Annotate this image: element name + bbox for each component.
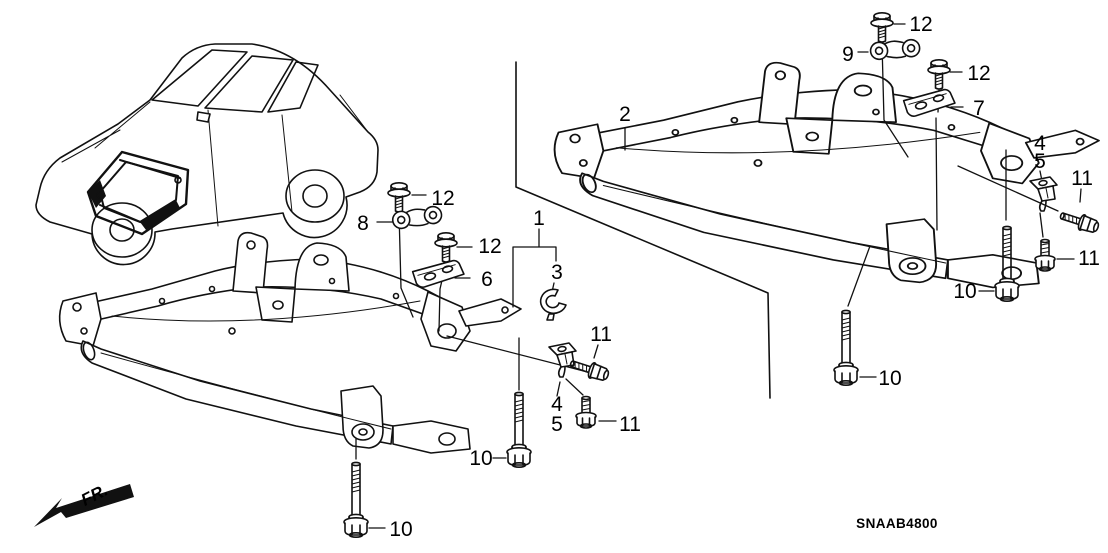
callout-12-right-a: 12 bbox=[909, 13, 932, 36]
callout-10-right-inner: 10 bbox=[953, 280, 976, 303]
callout-12-left-a: 12 bbox=[431, 187, 454, 210]
part-bolt-12-left-b bbox=[434, 232, 458, 263]
section-divider-line bbox=[515, 61, 771, 399]
front-arrow-icon bbox=[34, 484, 134, 527]
callout-11-right-upper: 11 bbox=[1071, 167, 1093, 190]
part-clamp-4-5-left bbox=[548, 342, 577, 378]
callout-12-left-b: 12 bbox=[478, 235, 501, 258]
front-direction-indicator: FR. bbox=[34, 480, 134, 527]
part-stay-9 bbox=[868, 34, 922, 65]
callout-8: 8 bbox=[357, 212, 369, 235]
callout-10-left-bottom: 10 bbox=[389, 518, 412, 541]
part-bracket-6 bbox=[411, 259, 466, 289]
part-bolt-11-right-lower bbox=[1034, 238, 1056, 272]
part-bolt-11-left-lower bbox=[575, 395, 597, 429]
part-bolt-12-right-a bbox=[870, 12, 894, 43]
part-bolt-12-left-a bbox=[387, 182, 411, 213]
callout-7: 7 bbox=[973, 97, 985, 120]
part-bolt-12-right-b bbox=[927, 58, 951, 90]
callout-6: 6 bbox=[481, 268, 493, 291]
callout-12-right-b: 12 bbox=[967, 62, 990, 85]
car-subframe-highlight bbox=[86, 150, 190, 236]
part-bolt-11-left-upper bbox=[567, 355, 612, 384]
callout-10-right-bottom: 10 bbox=[878, 367, 901, 390]
callout-5-left: 5 bbox=[551, 413, 563, 436]
part-bolt-11-right-upper bbox=[1057, 207, 1102, 236]
part-bolt-10-left-inner bbox=[506, 391, 532, 469]
right-subframe-assembly bbox=[553, 61, 1100, 289]
part-clamp-3 bbox=[539, 288, 567, 321]
callout-5-right: 5 bbox=[1034, 150, 1046, 173]
callout-1: 1 bbox=[533, 207, 545, 230]
callout-10-left-inner: 10 bbox=[469, 447, 492, 470]
callout-2: 2 bbox=[619, 103, 631, 126]
diagram-code: SNAAB4800 bbox=[856, 516, 938, 531]
callout-11-left-upper: 11 bbox=[590, 323, 612, 346]
callout-11-right-lower: 11 bbox=[1078, 247, 1100, 270]
callout-4-right: 4 bbox=[1034, 132, 1046, 155]
part-clamp-4-5-right bbox=[1029, 176, 1058, 212]
car-inset-illustration bbox=[35, 43, 379, 266]
part-bolt-10-right-bottom bbox=[833, 309, 859, 387]
part-bolt-10-left-bottom bbox=[343, 461, 369, 539]
callout-4-left: 4 bbox=[551, 393, 563, 416]
callout-11-left-lower: 11 bbox=[619, 413, 641, 436]
car-mirror bbox=[196, 111, 211, 123]
callout-labels: 12 8 12 6 1 3 11 4 5 11 10 10 2 12 9 12 … bbox=[357, 13, 1100, 541]
callout-3: 3 bbox=[551, 261, 563, 284]
callout-9: 9 bbox=[842, 43, 854, 66]
